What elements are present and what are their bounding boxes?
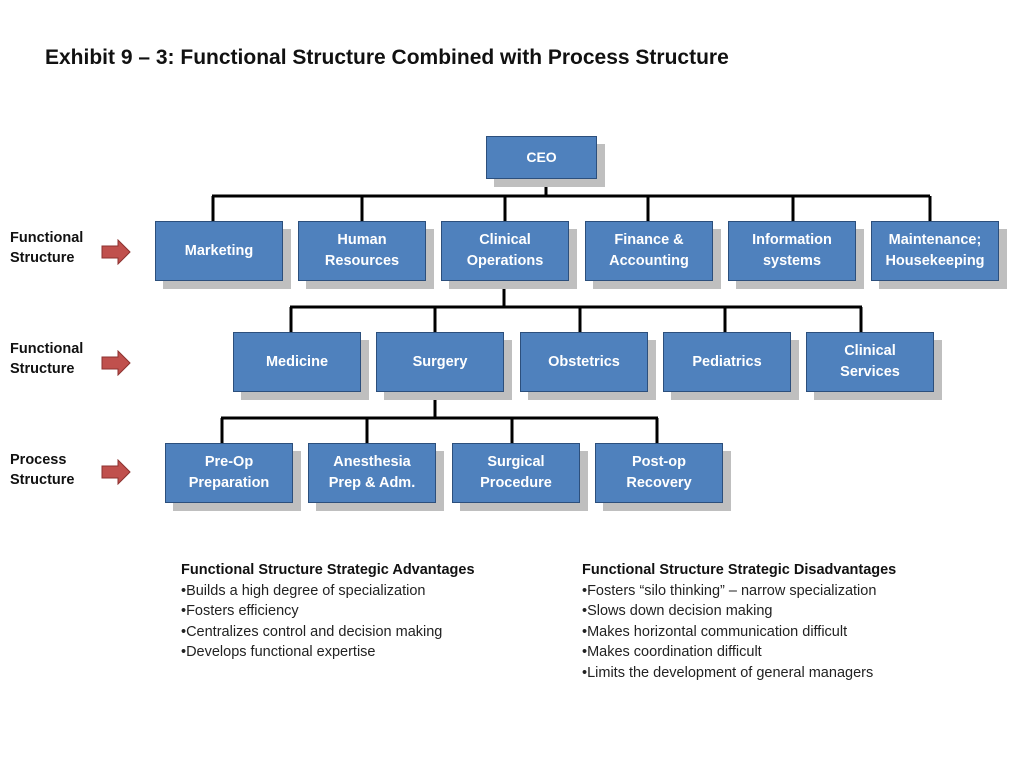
- obstetrics-box: Obstetrics: [520, 332, 648, 392]
- row-label-functional-1: Functional Structure: [10, 230, 84, 266]
- surgery-label: Surgery: [412, 353, 468, 370]
- clinical-operations-box: Clinical Operations: [441, 221, 569, 281]
- pre-op-preparation-box: Pre-Op Preparation: [165, 443, 293, 503]
- finance-accounting-box: Finance & Accounting: [585, 221, 713, 281]
- row-label-functional-2: Functional Structure: [10, 341, 84, 377]
- information-systems-label: Information systems: [752, 232, 832, 269]
- surgery-box: Surgery: [376, 332, 504, 392]
- anesthesia-prep-box: Anesthesia Prep & Adm.: [308, 443, 436, 503]
- clinical-services-box: Clinical Services: [806, 332, 934, 392]
- human-resources-box: Human Resources: [298, 221, 426, 281]
- clinical-services-label: Clinical Services: [840, 343, 900, 380]
- post-op-recovery-box: Post-op Recovery: [595, 443, 723, 503]
- human-resources-label: Human Resources: [324, 232, 400, 269]
- finance-accounting-label: Finance & Accounting: [609, 232, 689, 269]
- right-arrow-icon: [101, 350, 131, 376]
- right-arrow-icon: [101, 459, 131, 485]
- pediatrics-label: Pediatrics: [692, 353, 762, 370]
- disadvantage-item: •Makes coordination difficult: [582, 644, 762, 660]
- advantages-title: Functional Structure Strategic Advantage…: [181, 562, 475, 578]
- information-systems-box: Information systems: [728, 221, 856, 281]
- medicine-label: Medicine: [265, 353, 329, 370]
- disadvantage-item: •Makes horizontal communication difficul…: [582, 623, 848, 640]
- right-arrow-icon: [101, 239, 131, 265]
- pre-op-preparation-label: Pre-Op Preparation: [188, 454, 270, 491]
- advantages-list: Functional Structure Strategic Advantage…: [181, 560, 475, 663]
- marketing-box: Marketing: [155, 221, 283, 281]
- row-label-process: Process Structure: [10, 452, 75, 488]
- medicine-box: Medicine: [233, 332, 361, 392]
- surgical-procedure-label: Surgical Procedure: [480, 454, 552, 491]
- advantage-item: •Builds a high degree of specialization: [181, 582, 426, 599]
- disadvantages-list: Functional Structure Strategic Disadvant…: [582, 560, 896, 683]
- advantage-item: •Develops functional expertise: [181, 644, 376, 660]
- maintenance-housekeeping-box: Maintenance; Housekeeping: [871, 221, 999, 281]
- page-title: Exhibit 9 – 3: Functional Structure Comb…: [45, 46, 729, 69]
- ceo-label: CEO: [526, 149, 557, 165]
- disadvantage-item: •Slows down decision making: [582, 603, 773, 619]
- ceo-box: CEO: [486, 136, 597, 179]
- clinical-operations-label: Clinical Operations: [466, 232, 544, 269]
- maintenance-housekeeping-label: Maintenance; Housekeeping: [885, 232, 985, 269]
- marketing-label: Marketing: [184, 242, 254, 259]
- advantage-item: •Centralizes control and decision making: [181, 623, 443, 640]
- obstetrics-label: Obstetrics: [548, 353, 620, 370]
- disadvantage-item: •Fosters “silo thinking” – narrow specia…: [582, 582, 877, 599]
- post-op-recovery-label: Post-op Recovery: [626, 454, 692, 491]
- disadvantage-item: •Limits the development of general manag…: [582, 664, 874, 681]
- anesthesia-prep-label: Anesthesia Prep & Adm.: [328, 454, 416, 491]
- disadvantages-title: Functional Structure Strategic Disadvant…: [582, 562, 897, 578]
- pediatrics-box: Pediatrics: [663, 332, 791, 392]
- surgical-procedure-box: Surgical Procedure: [452, 443, 580, 503]
- advantage-item: •Fosters efficiency: [181, 603, 299, 619]
